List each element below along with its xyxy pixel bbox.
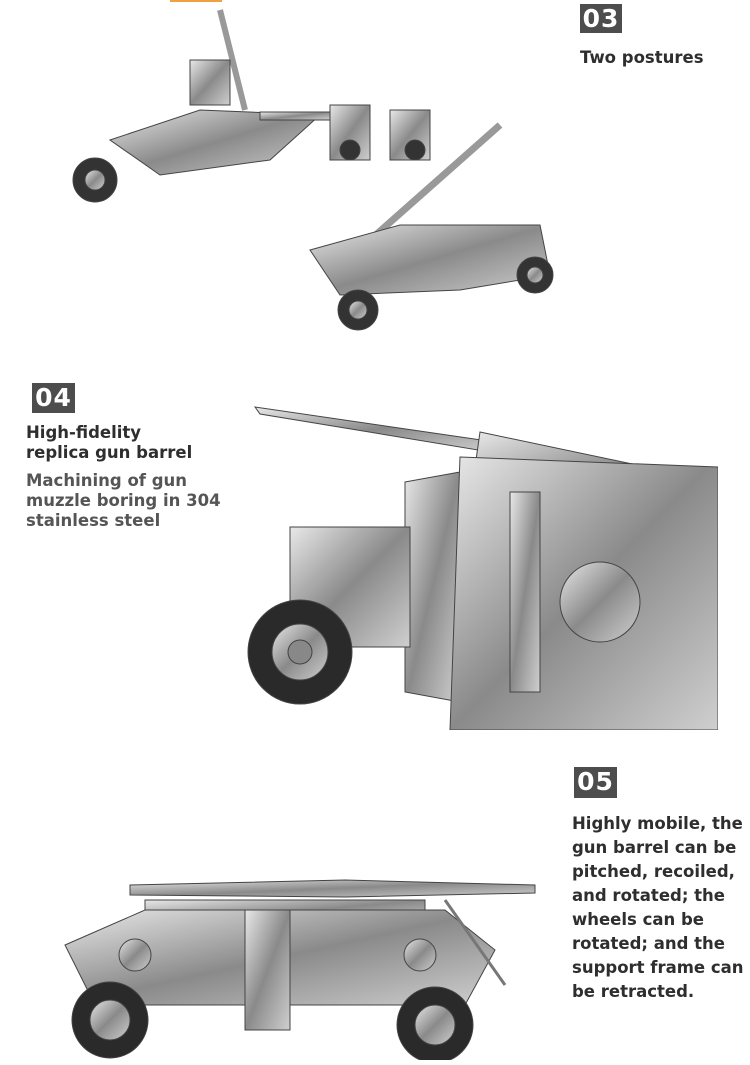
section-number-badge: 03 [580, 4, 622, 33]
product-image-two-postures [72, 9, 554, 331]
section-description: Highly mobile, the gun barrel can be pit… [572, 814, 744, 1001]
section-number-badge: 05 [574, 767, 617, 798]
section-subtitle: Machining of gun muzzle boring in 304 st… [26, 471, 221, 530]
product-image-side-view [64, 879, 536, 1060]
section-number-badge: 04 [32, 383, 75, 413]
section-title: High-fidelity replica gun barrel [26, 423, 193, 462]
accent-line [170, 0, 222, 2]
product-image-gun-barrel [247, 406, 718, 730]
section-title: Two postures [580, 48, 704, 67]
